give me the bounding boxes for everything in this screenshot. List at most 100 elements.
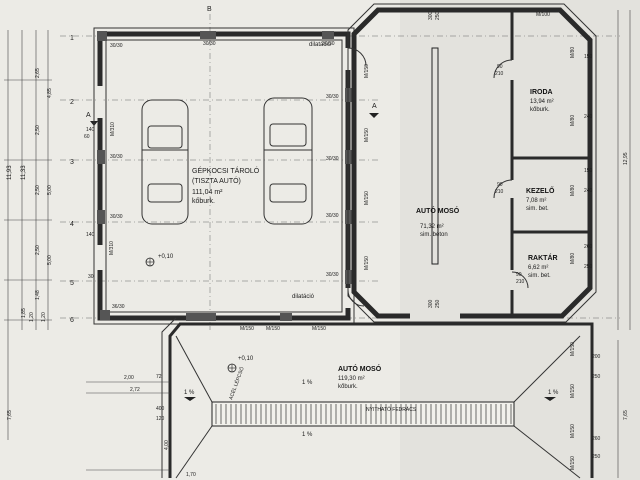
section-label: A: [86, 112, 91, 119]
dim-label: 7,65: [7, 410, 13, 420]
room-name: KEZELŐ: [526, 186, 555, 195]
room-area: 13,94 m²: [530, 99, 554, 105]
room-area: 119,30 m²: [338, 376, 365, 382]
dilatation-note: dilatáció: [309, 42, 332, 48]
opening-mark: M/150: [266, 326, 280, 332]
slope-label: 1 %: [302, 380, 313, 386]
room-name: AUTÓ MOSÓ: [338, 364, 382, 373]
section-arrow: [369, 113, 379, 118]
wall-mark: 30/30: [110, 154, 123, 160]
dim-label: 12,95: [623, 152, 629, 165]
dim-label: 210: [516, 279, 525, 285]
room-floor: sim. beton: [420, 232, 448, 238]
grate-hatching: [215, 404, 512, 424]
level-value: +0,10: [238, 356, 254, 362]
dim-label: 1,20: [29, 312, 35, 322]
garage-columns: [97, 31, 353, 321]
wall-mark: 30/30: [322, 41, 335, 47]
level-value: +0,10: [158, 254, 174, 260]
room-area: 71,32 m²: [420, 224, 444, 230]
wall-mark: 36/30: [112, 304, 125, 310]
dim-label: 90: [497, 64, 503, 70]
dim-label: 1,48: [35, 290, 41, 300]
room-name: AUTÓ MOSÓ: [416, 206, 460, 215]
opening-mark: M/150: [570, 384, 576, 398]
opening-mark: M/150: [364, 128, 370, 142]
room-name: RAKTÁR: [528, 253, 558, 262]
dim-label: 90: [516, 272, 522, 278]
dim-label: 210: [495, 189, 504, 195]
room-floor: sim. bet.: [528, 273, 551, 279]
dim-label: 4,00: [164, 440, 170, 450]
dim-label: 140: [86, 127, 95, 133]
grid-label: B: [207, 6, 212, 13]
garage-wall-marks: 30/30 30/30 30/30 30/30 30/30 30/30 30/3…: [110, 41, 339, 310]
dim-label: 300: [428, 11, 434, 20]
dim-label: 2,50: [35, 125, 41, 135]
room-area: 7,08 m²: [526, 198, 546, 204]
room-area: 6,62 m²: [528, 265, 548, 271]
grid-label: 4: [70, 221, 74, 228]
floor-grate: NYITHATÓ FEDRÁCS: [211, 401, 515, 427]
wall-mark: 30/30: [110, 43, 123, 49]
room-floor: sim. bet.: [526, 206, 549, 212]
grid-label: 1: [70, 35, 74, 42]
wall-mark: 30/30: [110, 214, 123, 220]
left-dimension-lines: [4, 30, 52, 440]
dim-label: 260: [584, 244, 593, 250]
dim-label: 60: [84, 134, 90, 140]
wall-mark: 30/30: [326, 213, 339, 219]
wash-room-label: AUTÓ MOSÓ 71,32 m² sim. beton: [416, 206, 460, 238]
grid-label: 5: [70, 280, 74, 287]
opening-mark: M/150: [364, 191, 370, 205]
opening-mark: M/310: [109, 241, 115, 255]
opening-mark: M/80: [570, 115, 576, 126]
dim-label: 5,00: [47, 255, 53, 265]
opening-mark: M/150: [570, 456, 576, 470]
opening-mark: M/80: [570, 253, 576, 264]
car-left: [141, 99, 189, 225]
dilatation-note: dilatáció: [292, 294, 315, 300]
dim-label: 400: [156, 406, 165, 412]
paper-fold-shade: [400, 0, 640, 480]
dim-label: 4,85: [47, 88, 53, 98]
door-swings: [347, 47, 529, 307]
left-dimension-values: 11,93 11,33 2,65 2,50 2,50 2,50 1,48 1,2…: [7, 68, 95, 420]
slope-arrow: [544, 397, 556, 401]
dim-label: 140: [86, 232, 95, 238]
right-dimension-lines: 12,95 7,65: [617, 10, 631, 478]
outdoor-dimensions: 2,00 2,72 400 120 1,70 72 4,00 200 250 2…: [86, 342, 601, 478]
wall-mark: 30/30: [326, 156, 339, 162]
wall-mark: 30/30: [326, 94, 339, 100]
dim-label: 200: [592, 354, 601, 360]
slope-label: 1 %: [184, 390, 195, 396]
dim-label: 2,72: [130, 387, 140, 393]
slope-arrow: [184, 397, 196, 401]
control-room-label: KEZELŐ 7,08 m² sim. bet.: [526, 186, 555, 212]
car-right: [263, 97, 313, 225]
dim-label: 2,50: [35, 245, 41, 255]
opening-mark: M/150: [364, 64, 370, 78]
dim-label: 250: [592, 454, 601, 460]
wash-hall-dimensions: 300 250 300 250 90 210 90 210 90 210 150…: [364, 11, 593, 308]
slope-label: 1 %: [302, 432, 313, 438]
garage-room-label: GÉPKOCSI TÁROLÓ (TISZTA AUTÓ) 111,04 m² …: [192, 166, 260, 205]
grate-label: NYITHATÓ FEDRÁCS: [366, 406, 417, 413]
room-area: 111,04 m²: [192, 189, 223, 196]
room-floor: kőburk.: [192, 198, 215, 205]
dim-label: 250: [435, 11, 441, 20]
dim-label: 30: [88, 274, 94, 280]
opening-mark: M/150: [570, 342, 576, 356]
dim-label: 1,20: [41, 312, 47, 322]
dim-label: 120: [156, 416, 165, 422]
office-room-label: IRODA 13,94 m² kőburk.: [530, 89, 554, 113]
opening-mark: M/100: [536, 12, 550, 18]
dim-label: 250: [435, 299, 441, 308]
opening-mark: M/310: [110, 122, 116, 136]
wall-mark: 30/30: [203, 41, 216, 47]
drain-channel: [431, 47, 439, 265]
dim-label: 11,33: [21, 165, 27, 180]
dim-label: 2,50: [35, 185, 41, 195]
room-name: GÉPKOCSI TÁROLÓ: [192, 166, 260, 175]
